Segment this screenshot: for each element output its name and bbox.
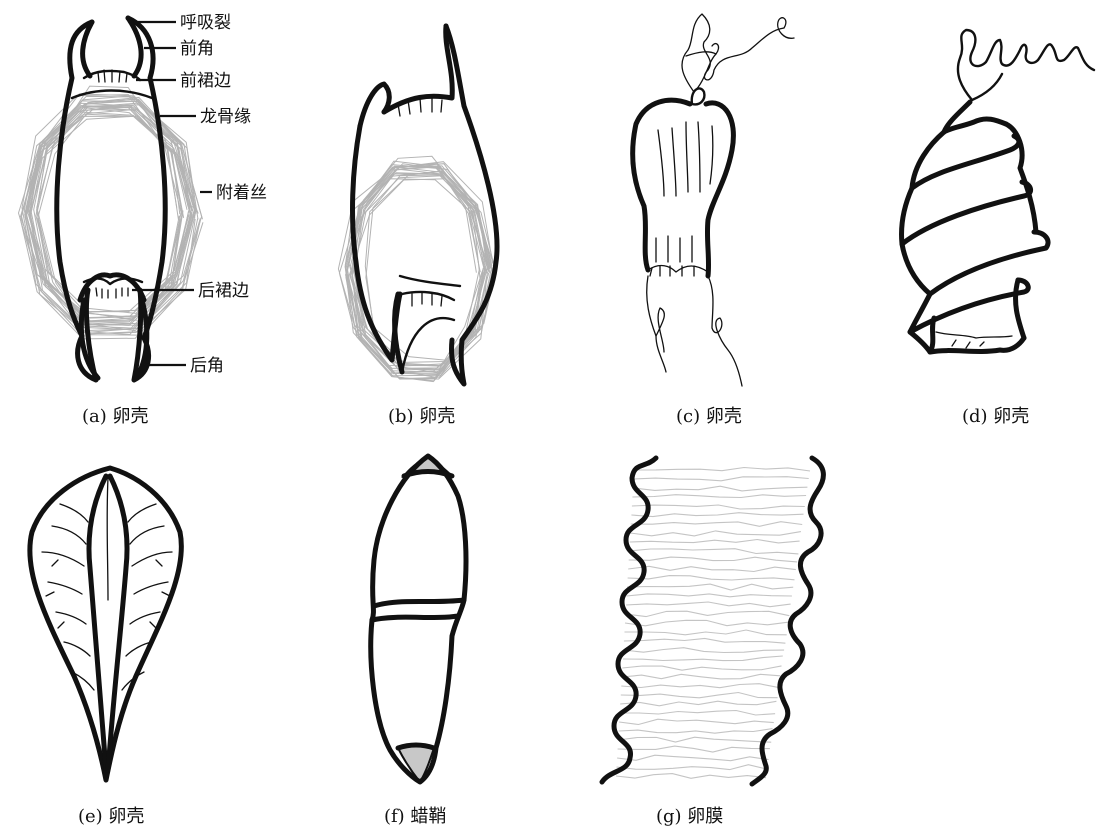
panel-e: (e) 卵壳 xyxy=(30,468,182,827)
panel-f: (f) 蜡鞘 xyxy=(371,456,466,827)
membrane-fiber xyxy=(630,540,800,543)
label-anterior-horn: 前角 xyxy=(180,39,214,59)
caption-f: (f) 蜡鞘 xyxy=(384,806,446,827)
membrane-fiber xyxy=(618,746,770,752)
membrane-fiber xyxy=(623,648,784,653)
caption-a: (a) 卵壳 xyxy=(82,406,149,427)
membrane-fiber xyxy=(628,566,796,571)
panel-g: (g) 卵膜 xyxy=(602,458,823,827)
panel-b-tendrils xyxy=(338,156,496,381)
membrane-fiber xyxy=(627,594,792,597)
membrane-fiber xyxy=(632,495,806,498)
panel-b: (b) 卵壳 xyxy=(338,26,497,427)
membrane-fiber xyxy=(634,468,810,472)
panel-a-tendrils xyxy=(19,86,204,339)
membrane-fiber xyxy=(621,684,779,688)
membrane-fiber xyxy=(630,531,801,536)
membrane-fiber xyxy=(633,486,808,491)
membrane-fiber xyxy=(621,693,778,698)
membrane-fiber xyxy=(624,638,786,643)
membrane-fiber xyxy=(626,602,791,607)
panel-d: (d) 卵壳 xyxy=(901,30,1094,427)
panel-a: 呼吸裂 前角 前裙边 龙骨缘 附着丝 后裙边 后角 (a) 卵壳 xyxy=(19,13,268,427)
caption-g: (g) 卵膜 xyxy=(656,806,723,827)
caption-e: (e) 卵壳 xyxy=(78,806,144,827)
membrane-fiber xyxy=(617,765,768,770)
membrane-fiber xyxy=(631,513,803,517)
membrane-fiber xyxy=(616,774,766,779)
membrane-fiber xyxy=(620,711,775,716)
membrane-fiber xyxy=(625,620,788,626)
membrane-fiber xyxy=(619,729,773,734)
caption-d: (d) 卵壳 xyxy=(962,406,1029,427)
membrane-fiber xyxy=(623,656,783,661)
label-anterior-apron: 前裙边 xyxy=(180,71,231,91)
label-posterior-apron: 后裙边 xyxy=(198,281,249,301)
membrane-fiber xyxy=(632,505,805,509)
membrane-fiber xyxy=(629,549,798,554)
membrane-fiber xyxy=(620,701,776,706)
membrane-fiber xyxy=(619,719,774,724)
label-tendrils: 附着丝 xyxy=(216,183,267,203)
membrane-fiber xyxy=(622,666,781,670)
membrane-fiber xyxy=(629,557,797,562)
label-posterior-horn: 后角 xyxy=(190,356,224,376)
membrane-fiber xyxy=(626,611,790,616)
label-keel: 龙骨缘 xyxy=(200,107,251,127)
membrane-fiber xyxy=(634,477,809,481)
membrane-fiber xyxy=(627,584,793,590)
membrane-fiber xyxy=(625,630,787,635)
caption-c: (c) 卵壳 xyxy=(676,406,742,427)
caption-b: (b) 卵壳 xyxy=(388,406,455,427)
membrane-fiber xyxy=(622,674,780,679)
membrane-fiber xyxy=(628,576,795,580)
label-respiratory-slit: 呼吸裂 xyxy=(180,13,231,33)
membrane-fiber xyxy=(617,755,769,761)
panel-c: (c) 卵壳 xyxy=(633,14,794,427)
membrane-fiber xyxy=(631,522,802,527)
membrane-fiber xyxy=(618,737,771,742)
